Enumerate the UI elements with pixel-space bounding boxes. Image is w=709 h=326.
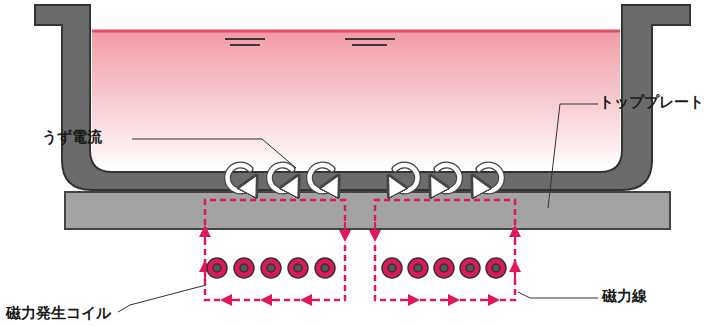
top-plate [65, 192, 670, 229]
coil-core [321, 264, 329, 272]
coil-wire [261, 258, 281, 278]
coil-core [466, 264, 474, 272]
coil-wire [288, 258, 308, 278]
eddy-outline [270, 165, 294, 191]
coil-core [492, 264, 500, 272]
eddy-arrow [270, 165, 294, 191]
coil-label: 磁力発生コイル [6, 304, 111, 322]
coil-wire [207, 258, 227, 278]
coil-core [213, 264, 221, 272]
eddy-arrow [310, 165, 334, 191]
eddy-arrow [477, 165, 501, 191]
eddy-current-label: うず電流 [42, 128, 102, 146]
coil-wire [460, 258, 480, 278]
coil-core [414, 264, 422, 272]
coil-wire [408, 258, 428, 278]
eddy-outline [393, 165, 417, 191]
coil-core [388, 264, 396, 272]
coil-core [440, 264, 448, 272]
coil-core [240, 264, 248, 272]
coil-wire [315, 258, 335, 278]
field-line-label: 磁力線 [602, 287, 647, 305]
eddy-arrow [393, 165, 417, 191]
leader-lines [118, 104, 598, 312]
coil-core [294, 264, 302, 272]
coil-wire [234, 258, 254, 278]
eddy-outline [310, 165, 334, 191]
coil-wire [486, 258, 506, 278]
eddy-outline [477, 165, 501, 191]
eddy-outline [228, 165, 252, 191]
coil-wire [382, 258, 402, 278]
eddy-currents [228, 165, 502, 191]
eddy-arrow [228, 165, 252, 191]
coil [207, 258, 506, 278]
field-lines [205, 200, 515, 300]
coil-core [267, 264, 275, 272]
eddy-arrow [435, 165, 459, 191]
coil-wire [434, 258, 454, 278]
eddy-outline [435, 165, 459, 191]
top-plate-label: トッププレート [599, 93, 704, 111]
field-arrows [205, 222, 515, 300]
pot [35, 5, 690, 190]
